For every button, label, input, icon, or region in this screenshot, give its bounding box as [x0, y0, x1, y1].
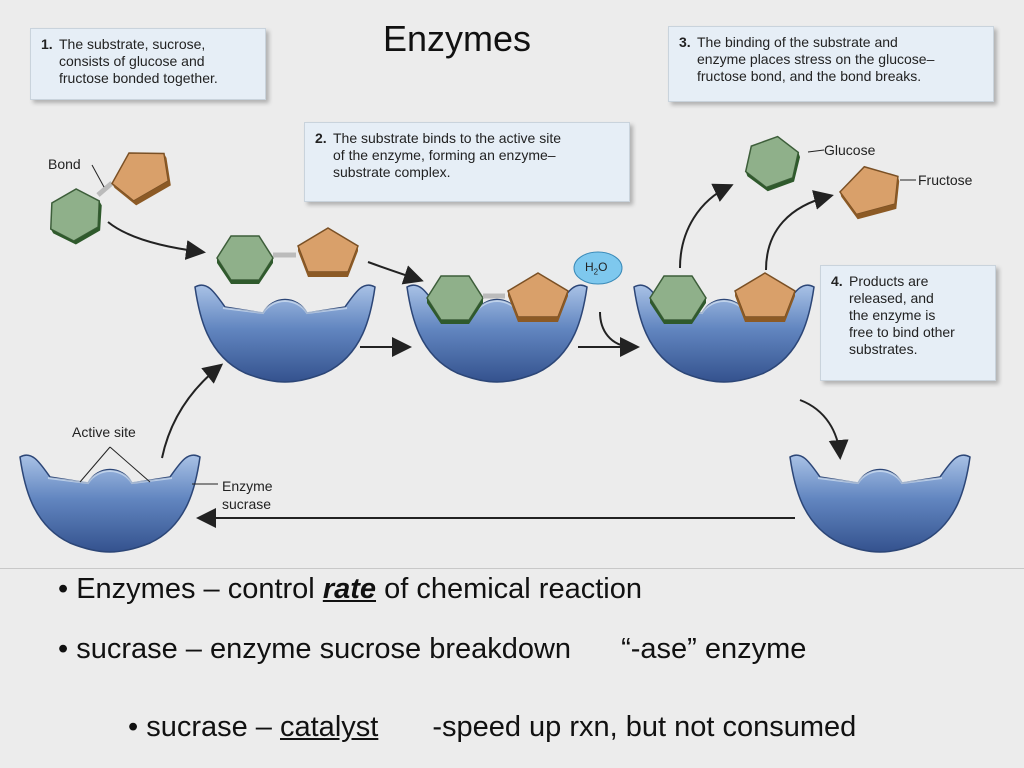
catalyst-term: catalyst	[280, 711, 379, 743]
callout-step-3: 3. The binding of the substrate and enzy…	[668, 26, 994, 102]
fructose-in-sucrose	[102, 137, 181, 212]
enzyme-sucrase-label: Enzyme sucrase	[222, 477, 273, 513]
callout-number: 4.	[831, 273, 843, 289]
callout-line: the enzyme is	[849, 307, 936, 323]
fructose-product	[834, 158, 907, 223]
bullet-sucrase-catalyst: • sucrase – catalyst-speed up rxn, but n…	[128, 711, 857, 743]
glucose-product	[737, 131, 808, 197]
fructose-label: Fructose	[918, 172, 973, 188]
arrow-bind	[107, 221, 206, 260]
callout-number: 1.	[41, 36, 53, 52]
arrow-fructose-out	[765, 190, 834, 271]
bond-pointer	[91, 164, 105, 188]
callout-step-1: 1. The substrate, sucrose, consists of g…	[30, 28, 266, 100]
callout-line: substrate complex.	[333, 164, 451, 180]
callout-line: consists of glucose and	[59, 53, 205, 69]
arrow-water-in	[599, 311, 633, 348]
callout-line: substrates.	[849, 341, 918, 357]
callout-number: 3.	[679, 34, 691, 50]
callout-step-4: 4. Products are released, and the enzyme…	[820, 265, 996, 381]
callout-line: of the enzyme, forming an enzyme–	[333, 147, 556, 163]
divider	[0, 568, 1024, 569]
water-drop	[573, 251, 623, 285]
enzyme-sucrase	[19, 454, 201, 553]
arrow-complex	[367, 261, 424, 285]
callout-line: The binding of the substrate and	[697, 34, 898, 50]
callout-step-2: 2. The substrate binds to the active sit…	[304, 122, 630, 202]
glucose-label: Glucose	[824, 142, 876, 158]
enzyme-label-line: Enzyme	[222, 478, 273, 494]
callout-line: free to bind other	[849, 324, 955, 340]
enzyme-empty	[194, 284, 376, 383]
bond-label: Bond	[48, 156, 81, 172]
active-site-pointer-left	[79, 446, 111, 483]
callout-line: The substrate binds to the active site	[333, 130, 562, 146]
callout-line: fructose bond, and the bond breaks.	[697, 68, 922, 84]
slide-title: Enzymes	[382, 18, 532, 59]
callout-line: enzyme places stress on the glucose–	[697, 51, 935, 67]
water-label: H2O	[585, 260, 608, 277]
active-site-label: Active site	[72, 424, 136, 440]
callout-number: 2.	[315, 130, 327, 146]
arrow-release	[799, 399, 849, 460]
callout-line: released, and	[849, 290, 934, 306]
enzyme-label-line: sucrase	[222, 496, 272, 512]
enzyme-released	[789, 454, 971, 553]
glycosidic-bond	[96, 181, 114, 197]
callout-line: fructose bonded together.	[59, 70, 218, 86]
arrow-enzyme-ready	[161, 363, 224, 459]
callout-line: Products are	[849, 273, 929, 289]
bullet-enzymes-rate: • Enzymes – control rate of chemical rea…	[58, 573, 642, 605]
active-site-pointer-right	[109, 446, 151, 483]
arrow-glucose-out	[679, 183, 734, 269]
callout-line: The substrate, sucrose,	[59, 36, 206, 52]
enzyme-cycle-diagram	[19, 131, 971, 553]
bullet-sucrase-breakdown: • sucrase – enzyme sucrose breakdown“-as…	[58, 633, 807, 665]
rate-emphasis: rate	[322, 573, 377, 605]
